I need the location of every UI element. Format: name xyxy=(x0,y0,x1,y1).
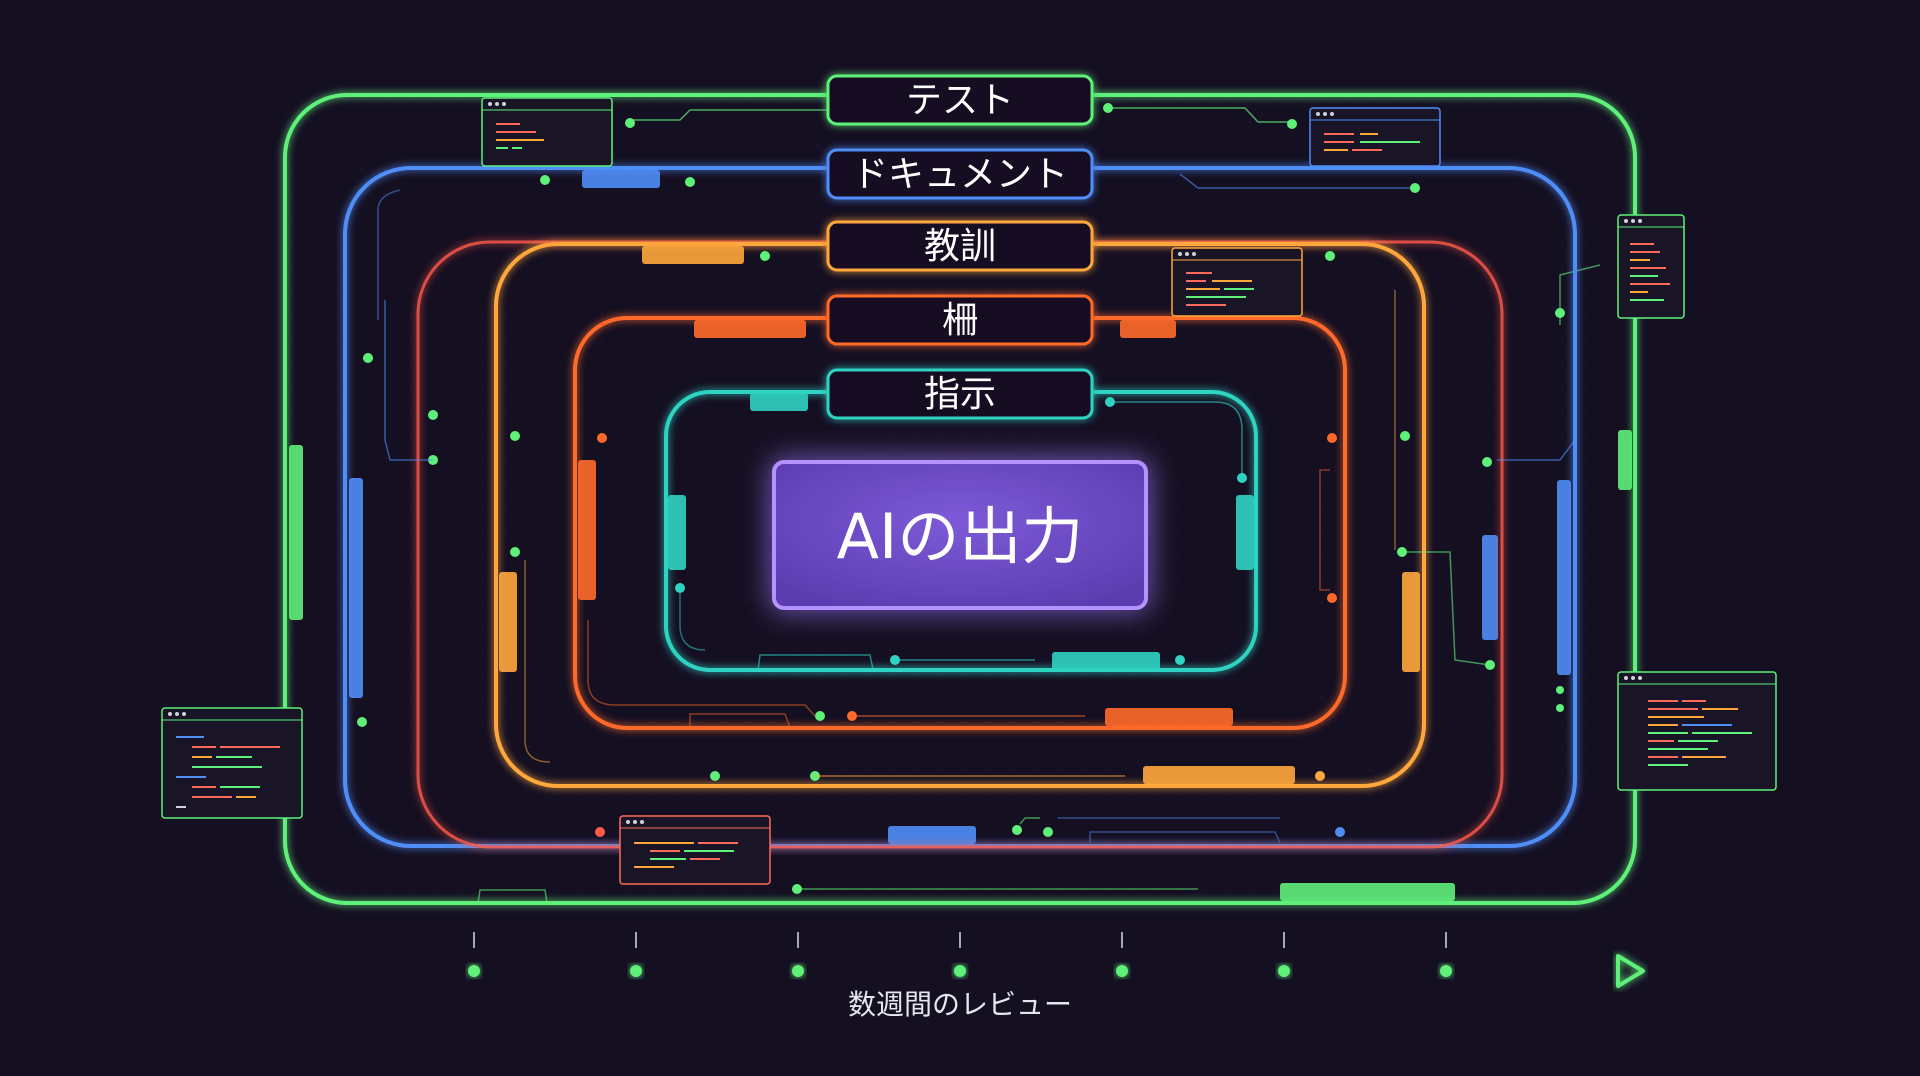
timeline-arrowhead xyxy=(1616,954,1645,988)
layer-label-fence-text: 柵 xyxy=(942,300,978,341)
code-card xyxy=(1171,247,1303,317)
code-card xyxy=(619,815,771,885)
layer-label-lessons: 教訓 xyxy=(826,220,1094,272)
review-timeline: 数週間のレビュー xyxy=(275,932,1645,1021)
timeline-node xyxy=(1278,965,1290,977)
code-card xyxy=(1617,671,1777,791)
layer-label-instructions: 指示 xyxy=(826,368,1094,420)
timeline-ticks xyxy=(468,932,1452,977)
code-card xyxy=(481,97,613,167)
layer-label-lessons-text: 教訓 xyxy=(924,226,996,267)
timeline-node xyxy=(1116,965,1128,977)
ai-output-box: AIの出力 xyxy=(772,460,1148,610)
layer-label-fence: 柵 xyxy=(826,294,1094,346)
layer-label-tests-text: テスト xyxy=(906,80,1014,121)
code-card xyxy=(1617,214,1685,319)
timeline-node xyxy=(630,965,642,977)
layer-label-instructions-text: 指示 xyxy=(924,374,996,415)
code-snippet-cards xyxy=(161,97,1777,885)
ai-output-label: AIの出力 xyxy=(837,500,1084,573)
code-card xyxy=(1309,107,1441,167)
code-card xyxy=(161,707,303,819)
timeline-node xyxy=(954,965,966,977)
timeline-node xyxy=(792,965,804,977)
layer-label-tests: テスト xyxy=(826,74,1094,126)
layer-label-documents: ドキュメント xyxy=(826,148,1094,200)
timeline-node xyxy=(1440,965,1452,977)
timeline-node xyxy=(468,965,480,977)
layer-label-documents-text: ドキュメント xyxy=(852,154,1068,195)
timeline-label: 数週間のレビュー xyxy=(848,988,1072,1021)
